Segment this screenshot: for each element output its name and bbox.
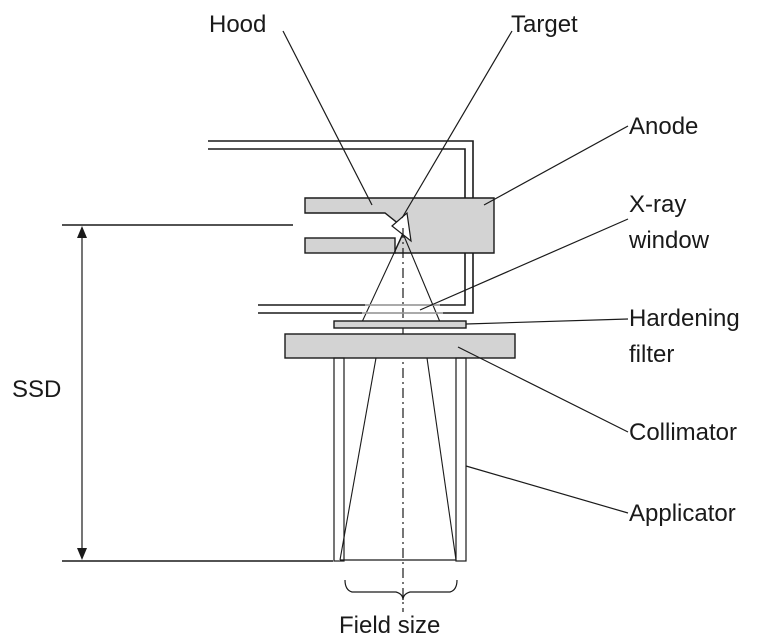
applicator-wall-right	[455, 357, 467, 562]
label-field-size: Field size	[339, 612, 440, 639]
beam-edge-left	[361, 235, 403, 323]
ssd-arrow-head-bottom	[77, 548, 87, 560]
collimator	[284, 333, 516, 359]
label-xray-window-1: X-ray	[629, 191, 686, 218]
label-ssd: SSD	[12, 376, 61, 403]
hood-lower-arm	[304, 237, 396, 254]
beam-collimated-right	[426, 357, 457, 561]
label-hood: Hood	[209, 11, 266, 38]
leader-hood	[282, 30, 373, 206]
label-applicator: Applicator	[629, 500, 736, 527]
label-anode: Anode	[629, 113, 698, 140]
leader-anode	[483, 125, 629, 206]
beam-edge-right	[403, 235, 441, 323]
label-collimator: Collimator	[629, 419, 737, 446]
applicator-wall-left	[333, 357, 345, 562]
target-face	[391, 211, 412, 243]
hardening-filter	[333, 320, 467, 329]
label-hardening-filter-2: filter	[629, 341, 674, 368]
ssd-arrow-head-top	[77, 226, 87, 238]
label-target: Target	[511, 11, 578, 38]
beam-collimated-left	[339, 357, 377, 561]
leader-applicator	[465, 465, 629, 514]
leader-collimator	[457, 346, 629, 433]
leader-hardening-filter	[465, 318, 629, 325]
leader-xray-window	[419, 218, 629, 311]
label-xray-window-2: window	[628, 227, 710, 254]
label-hardening-filter-1: Hardening	[629, 305, 740, 332]
leader-target	[401, 30, 513, 219]
field-size-brace	[344, 579, 458, 601]
